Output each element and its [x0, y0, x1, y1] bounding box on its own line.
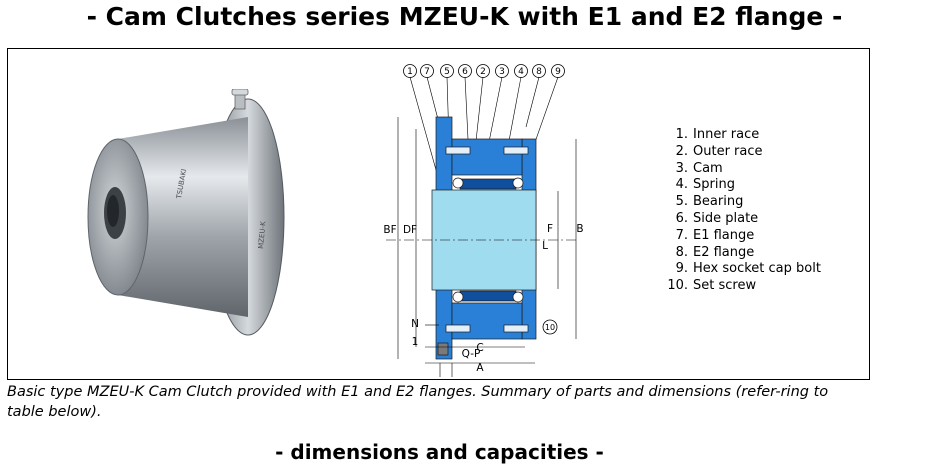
list-item: 2.Outer race — [675, 143, 763, 159]
callout-9: 9 — [555, 67, 561, 77]
callout-3: 3 — [499, 67, 505, 77]
technical-drawing: 1 7 5 6 2 3 4 8 9 — [383, 64, 584, 377]
dim-a: A — [476, 362, 484, 374]
list-item: 4.Spring — [675, 177, 735, 193]
callout-row — [403, 64, 565, 78]
dim-qp: Q-P — [462, 348, 481, 360]
dim-l: L — [542, 240, 548, 252]
list-item: 5.Bearing — [675, 194, 744, 210]
dim-b: B — [576, 223, 583, 235]
clutch-photo: TSUBAKI MZEU-K — [87, 89, 285, 336]
svg-text:MZEU-K: MZEU-K — [257, 221, 267, 249]
callout-6: 6 — [462, 67, 468, 77]
dim-df: DF — [403, 224, 417, 236]
dim-bf: BF — [383, 224, 396, 236]
dim-1: 1 — [412, 336, 419, 348]
callout-5: 5 — [444, 67, 450, 77]
list-item: 1.Inner race — [675, 127, 760, 142]
bottom-dimensions: N 1 C A 10 — [411, 318, 558, 374]
dim-n: N — [411, 318, 419, 330]
page-title: - Cam Clutches series MZEU-K with E1 and… — [86, 2, 843, 31]
list-item: 10.Set screw — [667, 278, 757, 294]
callout-2: 2 — [480, 67, 486, 77]
callout-1: 1 — [407, 67, 413, 77]
list-item: 9.Hex socket cap bolt — [675, 261, 821, 277]
figure-caption: Basic type MZEU-K Cam Clutch provided wi… — [7, 384, 829, 420]
callout-8: 8 — [536, 67, 542, 77]
callout-10: 10 — [545, 323, 555, 332]
dim-c: C — [476, 342, 483, 354]
list-item: 6.Side plate — [675, 210, 759, 226]
section-title: - dimensions and capacities - — [275, 440, 604, 464]
list-item: 7.E1 flange — [675, 227, 755, 243]
list-item: 3.Cam — [675, 160, 723, 176]
dim-f: F — [547, 223, 553, 235]
list-item: 8.E2 flange — [675, 244, 755, 260]
callout-7: 7 — [424, 67, 430, 77]
parts-list: 1.Inner race 2.Outer race 3.Cam 4.Spring… — [666, 127, 821, 295]
figure-frame: TSUBAKI MZEU-K 1 7 5 6 2 3 4 8 9 — [7, 48, 870, 380]
callout-4: 4 — [518, 67, 524, 77]
